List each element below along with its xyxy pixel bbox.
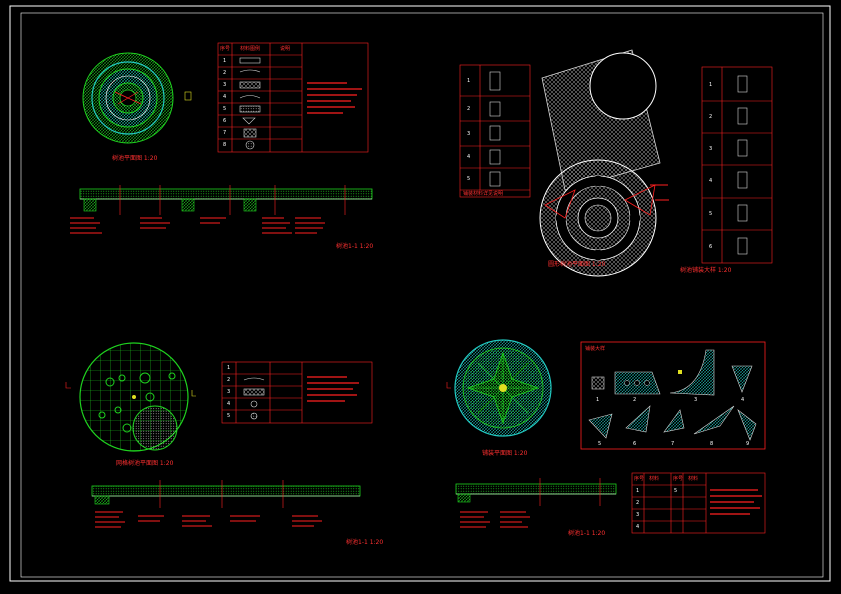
tl-table-header-legend: 材料图例 <box>240 46 261 52</box>
paving-legend-table-left <box>459 64 531 198</box>
tr-right-table-index: 3 <box>709 146 713 152</box>
tl-table-index: 2 <box>223 70 227 76</box>
br-detail-index: 9 <box>746 441 750 447</box>
br-table-header: 材料 <box>649 476 660 482</box>
br-detail-index: 2 <box>633 397 637 403</box>
bl-table-index: 2 <box>227 377 231 383</box>
br-detail-index: 1 <box>596 397 600 403</box>
tr-right-table-index: 2 <box>709 114 713 120</box>
panel-bottom-left <box>65 342 373 528</box>
material-legend-table <box>217 42 369 153</box>
ring-tree-pit-plan <box>82 52 192 144</box>
paving-legend-table-right <box>701 66 773 264</box>
bl-table-index: 4 <box>227 401 231 407</box>
tr-plan-title: 圆形树池平面图 1:20 <box>548 261 606 268</box>
tr-right-table-index: 5 <box>709 211 713 217</box>
tree-pit-section-bl <box>91 480 361 528</box>
tl-plan-title: 树池平面图 1:20 <box>112 155 158 162</box>
bl-table-index: 3 <box>227 389 231 395</box>
tl-table-header-index: 序号 <box>220 46 231 52</box>
bl-table-index: 5 <box>227 413 231 419</box>
br-detail-index: 3 <box>694 397 698 403</box>
tl-table-index: 8 <box>223 142 227 148</box>
tl-table-header-desc: 说明 <box>280 46 291 52</box>
panel-top-left <box>70 42 373 234</box>
tr-right-table-index: 1 <box>709 82 713 88</box>
grid-tree-pit-plan <box>65 342 196 452</box>
tree-pit-section <box>70 185 373 234</box>
tr-right-table-index: 4 <box>709 178 713 184</box>
inner-frame <box>20 12 824 578</box>
br-detail-index: 8 <box>710 441 714 447</box>
tl-table-index: 4 <box>223 94 227 100</box>
material-legend-table-br <box>631 472 766 534</box>
br-table-header: 序号 <box>673 476 684 482</box>
bl-plan-title: 网格树池平面图 1:20 <box>116 460 174 467</box>
br-table-header: 材料 <box>688 476 699 482</box>
br-plan-title: 铺装平面图 1:20 <box>482 450 528 457</box>
tr-left-table-index: 5 <box>467 176 471 182</box>
br-table-index: 1 <box>636 488 640 494</box>
tree-pit-section-br <box>455 478 617 528</box>
tr-detail-title: 树池铺装大样 1:20 <box>680 267 732 274</box>
tr-left-table-index: 3 <box>467 131 471 137</box>
bl-table-index: 1 <box>227 365 231 371</box>
tl-table-index: 3 <box>223 82 227 88</box>
br-section-title: 树池1-1 1:20 <box>568 530 606 537</box>
tl-section-title: 树池1-1 1:20 <box>336 243 374 250</box>
br-table-index: 3 <box>636 512 640 518</box>
bl-section-title: 树池1-1 1:20 <box>346 539 384 546</box>
panel-top-right <box>459 49 773 277</box>
br-detail-index: 4 <box>741 397 745 403</box>
material-legend-table-bl <box>221 361 373 424</box>
br-detail-index: 5 <box>598 441 602 447</box>
br-detail-index: 7 <box>671 441 675 447</box>
br-detail-box-title: 铺装大样 <box>585 346 606 352</box>
tl-table-index: 6 <box>223 118 227 124</box>
tr-right-table-index: 6 <box>709 244 713 250</box>
tr-left-table-index: 1 <box>467 78 471 84</box>
tl-table-index: 7 <box>223 130 227 136</box>
outer-frame <box>9 5 831 582</box>
panel-bottom-right <box>446 339 766 534</box>
tl-table-index: 5 <box>223 106 227 112</box>
br-table-index: 4 <box>636 524 640 530</box>
tr-left-table-index: 4 <box>467 154 471 160</box>
tl-table-index: 1 <box>223 58 227 64</box>
br-table-index: 5 <box>674 488 678 494</box>
paving-pattern-plan <box>446 339 552 437</box>
br-table-header: 序号 <box>634 476 645 482</box>
tr-left-table-note: 铺装材料详见说明 <box>463 191 504 197</box>
br-table-index: 2 <box>636 500 640 506</box>
paving-detail-box <box>580 341 766 450</box>
tr-left-table-index: 2 <box>467 106 471 112</box>
br-detail-index: 6 <box>633 441 637 447</box>
round-tree-pit-plan <box>539 49 669 277</box>
